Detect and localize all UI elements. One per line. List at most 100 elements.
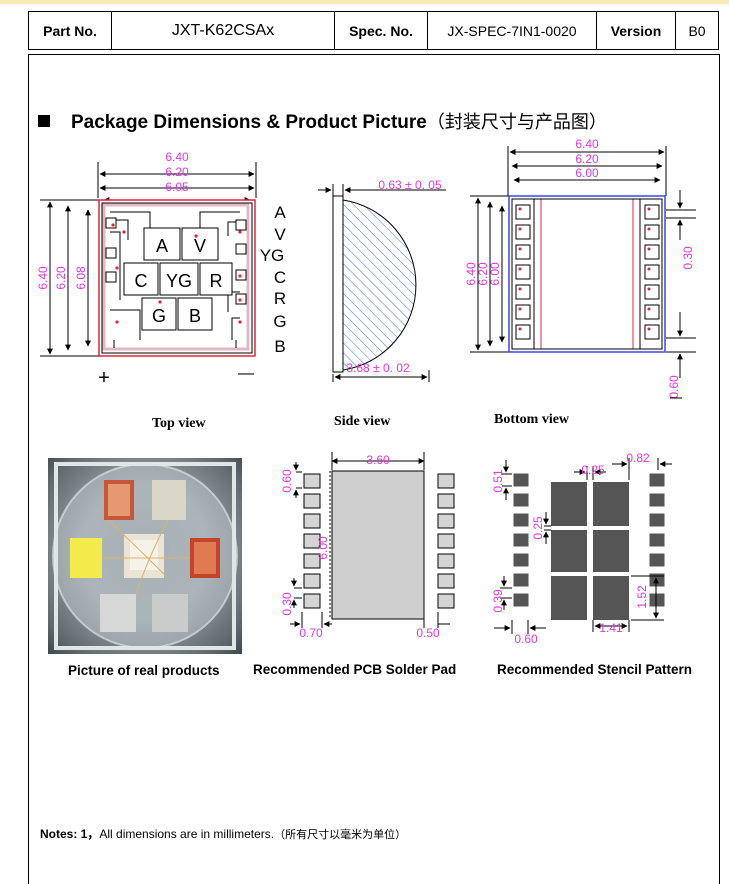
bottom-dim-r2: 0.60 bbox=[667, 375, 681, 399]
pcb-pad-right bbox=[437, 493, 455, 509]
bottom-pad-left-dot bbox=[518, 287, 522, 291]
top-dim-h2: 6.20 bbox=[54, 266, 68, 290]
bottom-pad-right bbox=[644, 264, 660, 280]
top-dim-w1: 6.40 bbox=[165, 150, 189, 164]
side-view-caption: Side view bbox=[334, 414, 391, 429]
pcb-pad-left bbox=[303, 473, 321, 489]
stencil-pad-left bbox=[513, 593, 529, 607]
bottom-pad-right bbox=[644, 244, 660, 260]
top-view-caption: Top view bbox=[152, 416, 206, 431]
chip-label-b: B bbox=[189, 306, 201, 326]
bottom-pad-left-dot bbox=[518, 207, 522, 211]
bottom-pad-left-dot bbox=[518, 267, 522, 271]
pcb-pad-right bbox=[437, 573, 455, 589]
pcb-dim-left1: 0.60 bbox=[280, 469, 294, 493]
stencil-pad-left bbox=[513, 553, 529, 567]
spec-no-label: Spec. No. bbox=[334, 11, 428, 50]
bottom-pad-right-dot bbox=[647, 247, 651, 251]
bottom-pad-right bbox=[644, 324, 660, 340]
chip-label-g: G bbox=[152, 306, 166, 326]
pcb-pad-right bbox=[437, 513, 455, 529]
legend-c: C bbox=[274, 268, 286, 287]
bottom-pad-left bbox=[515, 324, 531, 340]
stencil-dim-c1: 0.25 bbox=[531, 516, 545, 540]
pcb-pad-left bbox=[303, 533, 321, 549]
pcb-pad-right bbox=[437, 553, 455, 569]
pcb-dim-center: 6.00 bbox=[316, 536, 330, 560]
pcb-dim-top: 3.60 bbox=[366, 453, 390, 467]
stencil-pad-right bbox=[649, 473, 665, 487]
top-dim-h3: 6.08 bbox=[74, 266, 88, 290]
bottom-pad-right bbox=[644, 284, 660, 300]
bottom-pad-left-dot bbox=[518, 227, 522, 231]
pcb-pad-left bbox=[303, 593, 321, 609]
minus-mark: — bbox=[238, 365, 254, 382]
chip-label-a: A bbox=[156, 236, 168, 256]
stencil-pad-right bbox=[649, 553, 665, 567]
stencil-dim-b1: 1.41 bbox=[599, 621, 623, 635]
stencil-pad-left bbox=[513, 513, 529, 527]
legend-r: R bbox=[274, 289, 286, 308]
pcb-dim-br: 0.50 bbox=[416, 626, 440, 640]
version-value: B0 bbox=[675, 11, 719, 50]
notes-text-cn: （所有尺寸以毫米为单位） bbox=[274, 828, 407, 841]
stencil-pad-left bbox=[513, 473, 529, 487]
bottom-pad-left bbox=[515, 244, 531, 260]
content-frame bbox=[28, 54, 720, 884]
bottom-pad-left bbox=[515, 224, 531, 240]
legend-a: A bbox=[274, 203, 286, 222]
pcb-pad-left bbox=[303, 493, 321, 509]
stencil-pad-right bbox=[649, 493, 665, 507]
bottom-pad-left bbox=[515, 304, 531, 320]
legend-yg: YG bbox=[260, 246, 285, 265]
section-title-cn: （封装尺寸与产品图） bbox=[426, 112, 607, 133]
top-dim-w2: 6.20 bbox=[165, 165, 189, 179]
notes: Notes: 1，All dimensions are in millimete… bbox=[40, 825, 406, 842]
chip-label-c: C bbox=[135, 271, 148, 291]
stencil-pad-left bbox=[513, 493, 529, 507]
bottom-pad-right bbox=[644, 224, 660, 240]
legend-v: V bbox=[274, 225, 286, 244]
top-dim-w3: 6.05 bbox=[165, 180, 189, 194]
bottom-dim-h3: 6.00 bbox=[488, 262, 502, 286]
pcb-pad-left bbox=[303, 553, 321, 569]
bottom-pad-left-dot bbox=[518, 247, 522, 251]
part-no-value: JXT-K62CSAx bbox=[111, 11, 335, 50]
top-dim-h1: 6.40 bbox=[36, 266, 50, 290]
bottom-pad-left bbox=[515, 264, 531, 280]
bottom-pad-right-dot bbox=[647, 327, 651, 331]
bottom-pad-left-dot bbox=[518, 307, 522, 311]
bottom-pad-right-dot bbox=[647, 267, 651, 271]
legend-b: B bbox=[274, 337, 285, 356]
pcb-caption: Recommended PCB Solder Pad bbox=[253, 662, 457, 677]
bottom-view-drawing: 6.40 6.20 6.00 6.40 6.20 6.00 0.30 0.60 bbox=[464, 137, 696, 399]
spec-no-value: JX-SPEC-7IN1-0020 bbox=[427, 11, 597, 50]
plus-mark: + bbox=[98, 367, 110, 389]
part-no-label: Part No. bbox=[28, 11, 112, 50]
stencil-pad-right bbox=[649, 533, 665, 547]
bottom-pad-right bbox=[644, 304, 660, 320]
pcb-pad-right bbox=[437, 533, 455, 549]
legend-g: G bbox=[273, 312, 286, 331]
stencil-dim-t2: 0.82 bbox=[626, 451, 650, 465]
bottom-dim-h1: 6.40 bbox=[464, 262, 478, 286]
side-dim-bottom: 3.68 ± 0. 02 bbox=[346, 361, 410, 375]
chip-label-yg: YG bbox=[166, 271, 192, 291]
top-color-band bbox=[0, 0, 729, 4]
real-product-photo bbox=[48, 458, 242, 654]
pcb-pad-right bbox=[437, 593, 455, 609]
chip-label-v: V bbox=[194, 236, 206, 256]
pcb-dim-left2: 0.30 bbox=[280, 592, 294, 616]
stencil-pad-right bbox=[649, 593, 665, 607]
square-bullet-icon bbox=[38, 115, 50, 127]
top-view-drawing: 6.40 6.20 6.05 6.40 6.20 6.08 A V C YG R… bbox=[36, 150, 287, 389]
pcb-solder-pad-drawing: 3.60 0.60 6.00 0.30 0.70 0.50 bbox=[280, 452, 455, 640]
stencil-caption: Recommended Stencil Pattern bbox=[497, 662, 693, 677]
bottom-pad-left-dot bbox=[518, 327, 522, 331]
bottom-dim-w1: 6.40 bbox=[575, 137, 599, 151]
section-title: Package Dimensions & Product Picture（封装尺… bbox=[38, 108, 607, 134]
pcb-pad-left bbox=[303, 573, 321, 589]
bottom-dim-w3: 6.00 bbox=[575, 166, 599, 180]
bottom-dim-h2: 6.20 bbox=[476, 262, 490, 286]
